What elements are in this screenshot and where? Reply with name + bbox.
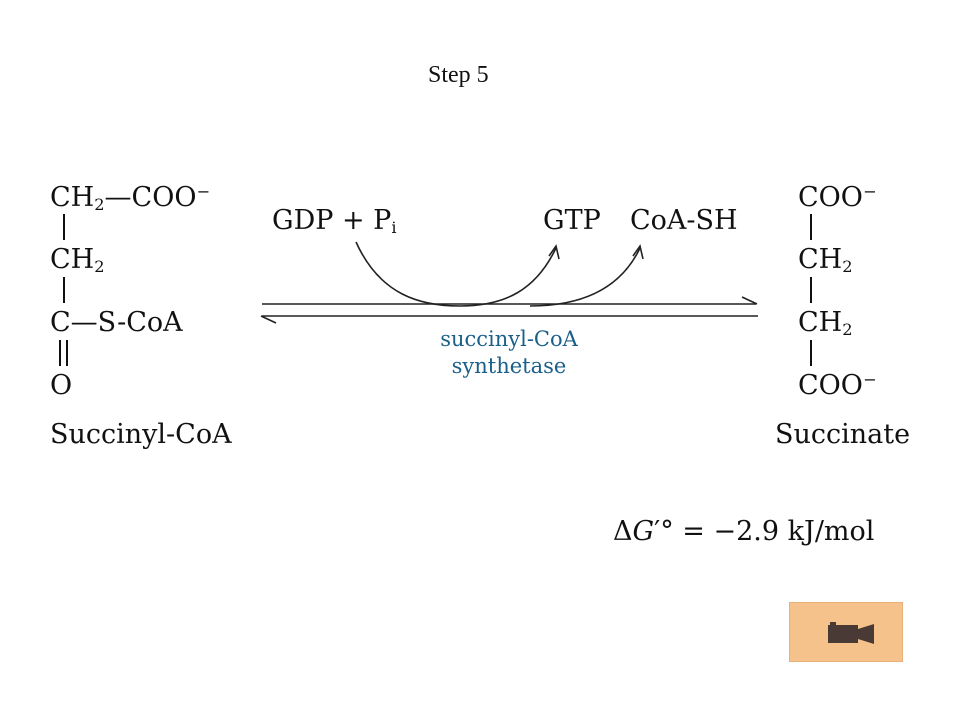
forward-arrowhead	[741, 296, 758, 305]
product-row4: COO−	[798, 370, 877, 401]
bond-p3-p4	[810, 340, 812, 366]
bond-c1-c2	[63, 214, 65, 240]
reactant-row3: C—S-CoA	[50, 307, 183, 338]
play-video-button[interactable]	[789, 602, 903, 662]
coash-arrowhead	[632, 244, 644, 260]
reverse-arrowhead	[260, 315, 277, 324]
gtp-arrowhead	[548, 244, 560, 260]
product-row1: COO−	[798, 182, 877, 213]
coash-release-curve	[529, 247, 641, 307]
bond-p2-p3	[810, 277, 812, 303]
gdp-to-gtp-curve	[355, 241, 557, 307]
reactant-row1: CH2—COO−	[50, 182, 211, 215]
enzyme-line1: succinyl-CoA	[440, 327, 578, 351]
bond-c2-c3	[63, 277, 65, 303]
cofactor-gdp-pi: GDP + Pi	[272, 205, 397, 238]
page-title: Step 5	[428, 62, 489, 88]
enzyme-line2: synthetase	[451, 354, 567, 379]
reactant-name: Succinyl-CoA	[50, 419, 232, 450]
product-row3: CH2	[798, 307, 853, 340]
enzyme-label: succinyl-CoA synthetase	[416, 326, 602, 381]
reactant-row4: O	[50, 370, 73, 401]
product-name: Succinate	[775, 419, 911, 450]
bond-p1-p2	[810, 214, 812, 240]
cofactor-coa-sh: CoA-SH	[630, 205, 738, 236]
video-camera-icon	[828, 622, 874, 644]
cofactor-gtp: GTP	[543, 205, 601, 236]
reactant-row2: CH2	[50, 244, 105, 277]
product-row2: CH2	[798, 244, 853, 277]
delta-g-equation: ΔG′° = −2.9 kJ/mol	[613, 516, 875, 547]
double-bond-c-o	[59, 340, 68, 366]
